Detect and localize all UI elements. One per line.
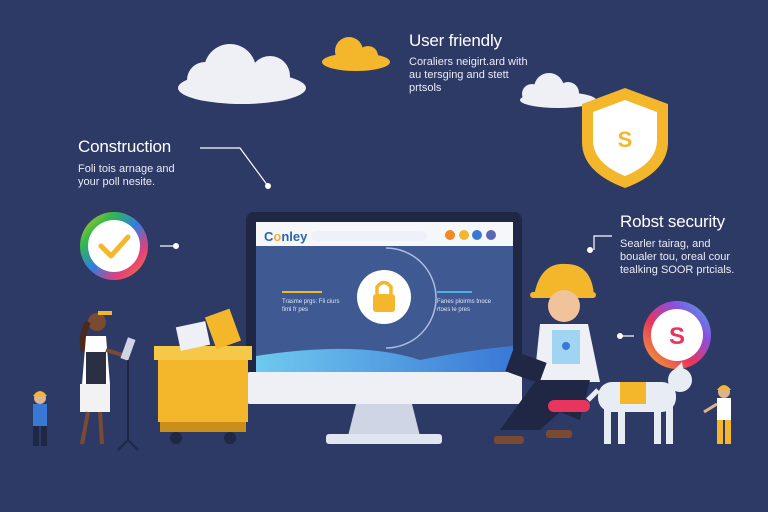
small-worker-right: [703, 385, 731, 444]
check-badge-icon: [80, 212, 148, 280]
window-dot-blue[interactable]: [472, 230, 482, 240]
security-ring-icon: S: [643, 301, 711, 369]
yellow-cart: [154, 308, 252, 444]
window-dot-orange[interactable]: [445, 230, 455, 240]
callout-dot: [173, 243, 179, 249]
callout-dot: [617, 333, 623, 339]
window-dot-yellow[interactable]: [459, 230, 469, 240]
callout-line-security: [593, 235, 612, 250]
shield-icon: S: [582, 88, 668, 188]
screen-caption-right: Fanes ploirms tnoce rtoes le pres: [437, 299, 492, 313]
feature-heading-user-friendly: User friendly: [409, 31, 502, 50]
builder-figure: [494, 263, 600, 444]
lock-orbit: [385, 247, 437, 349]
monitor-base: [326, 434, 442, 444]
callout-line-construction: [200, 147, 269, 187]
feature-heading-construction: Construction: [78, 137, 172, 156]
cloud-yellow: [322, 37, 390, 71]
screen-caption-left: Trasme prgs: Fli ciurs fiml fr pes: [282, 299, 340, 313]
logo-o: o: [273, 229, 282, 244]
shield-letter: S: [618, 127, 633, 152]
small-worker-left: [33, 391, 47, 446]
ring-letter: S: [669, 323, 685, 350]
cloud-small: [520, 73, 596, 108]
monitor-bezel: [246, 372, 522, 404]
logo-prefix: C: [264, 229, 274, 244]
browser-logo[interactable]: Conley: [264, 229, 307, 244]
logo-suffix: nley: [281, 229, 308, 244]
screen-wave: [256, 346, 513, 372]
feature-text-security: Searler tairag, and boualer tou, oreal c…: [620, 238, 735, 276]
dog-figure: [586, 362, 692, 444]
callout-dot: [587, 247, 593, 253]
woman-figure: [79, 311, 139, 451]
monitor-stand: [348, 404, 420, 436]
monitor: [246, 212, 522, 444]
address-bar[interactable]: [311, 231, 427, 241]
feature-text-construction: Foli tois arnage and your poll nesite.: [78, 163, 175, 188]
window-dot-purple[interactable]: [486, 230, 496, 240]
lock-icon: [373, 294, 395, 312]
feature-heading-security: Robst security: [620, 212, 725, 231]
cloud-large: [178, 44, 306, 104]
callout-dot: [265, 183, 271, 189]
feature-text-user-friendly: Coraliers neigirt.ard with au tersging a…: [409, 56, 528, 94]
